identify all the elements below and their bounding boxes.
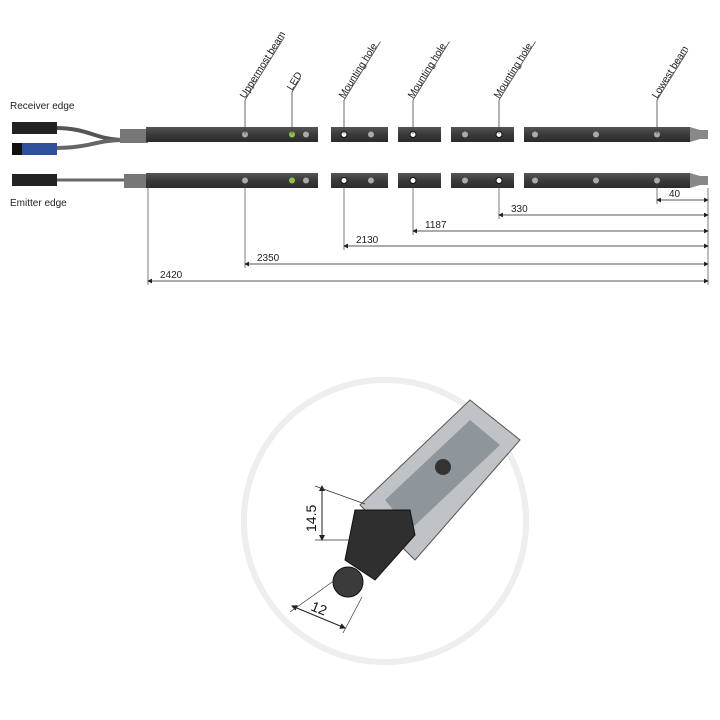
callout-2: Mounting hole	[337, 41, 381, 134]
beam-dot	[593, 131, 599, 138]
bar-segment	[331, 173, 388, 188]
callout-label: Uppermost beam	[238, 30, 288, 101]
end-cap	[690, 127, 708, 142]
bar-segment	[451, 127, 514, 142]
beam-dot	[532, 131, 538, 138]
emitter-bar	[146, 173, 708, 188]
mounting-hole-dot	[340, 177, 348, 184]
emitter-connector	[12, 174, 148, 188]
width-dimension-label: 12	[309, 598, 330, 619]
bar-segment	[451, 173, 514, 188]
bar-segment	[398, 127, 441, 142]
dimension-label: 2420	[160, 270, 183, 281]
callout-3: Mounting hole	[406, 41, 450, 134]
dimension-2350: 2350	[244, 185, 709, 268]
dimension-1187: 1187	[412, 185, 709, 235]
dimension-40: 40	[656, 185, 709, 204]
bar-segment	[524, 173, 690, 188]
callout-label: Mounting hole	[337, 41, 380, 100]
dimension-label: 2350	[257, 253, 280, 264]
callout-label: Mounting hole	[406, 41, 449, 100]
dimension-14-5: 14.5	[303, 485, 366, 541]
led-dot	[289, 131, 295, 138]
beam-dot	[242, 131, 248, 138]
callout-label: Lowest beam	[650, 44, 691, 100]
detail-view: 14.5 12	[241, 377, 529, 665]
bar-segment	[146, 173, 318, 188]
bar-segment	[331, 127, 388, 142]
beam-dot	[303, 131, 309, 138]
mounting-hole-dot	[409, 177, 417, 184]
receiver-connectors	[12, 122, 148, 155]
callout-4: Mounting hole	[492, 41, 536, 134]
beam-dot	[654, 177, 660, 184]
mounting-hole-dot	[495, 177, 503, 184]
receiver-bar	[146, 127, 708, 142]
beam-dot	[242, 177, 248, 184]
bar-segment	[524, 127, 690, 142]
beam-dot	[303, 177, 309, 184]
dimension-label: 2130	[356, 235, 379, 246]
beam-dot	[654, 131, 660, 138]
beam-dot	[368, 177, 374, 184]
dimension-330: 330	[498, 185, 709, 219]
beam-dot	[462, 131, 468, 138]
end-cap	[690, 173, 708, 188]
bar-segment	[146, 127, 318, 142]
beam-dot	[368, 131, 374, 138]
beam-dot	[462, 177, 468, 184]
beam-dot	[532, 177, 538, 184]
callout-0: Uppermost beam	[238, 30, 288, 134]
dimension-12: 12	[289, 579, 363, 634]
dimension-2130: 2130	[343, 185, 709, 250]
receiver-edge-label: Receiver edge	[10, 101, 75, 112]
callout-5: Lowest beam	[650, 44, 691, 134]
dimension-2420: 2420	[147, 185, 709, 285]
callout-label: Mounting hole	[492, 41, 535, 100]
bar-segment	[398, 173, 441, 188]
profile-end-cap	[332, 399, 521, 598]
dimension-label: 330	[511, 204, 528, 215]
dimension-label: 40	[669, 189, 681, 200]
callout-1: LED	[285, 70, 305, 134]
emitter-edge-label: Emitter edge	[10, 198, 67, 209]
callout-label: LED	[285, 70, 305, 92]
height-dimension-label: 14.5	[303, 505, 319, 532]
dimension-label: 1187	[425, 220, 447, 231]
beam-dot	[593, 177, 599, 184]
led-dot	[289, 177, 295, 184]
